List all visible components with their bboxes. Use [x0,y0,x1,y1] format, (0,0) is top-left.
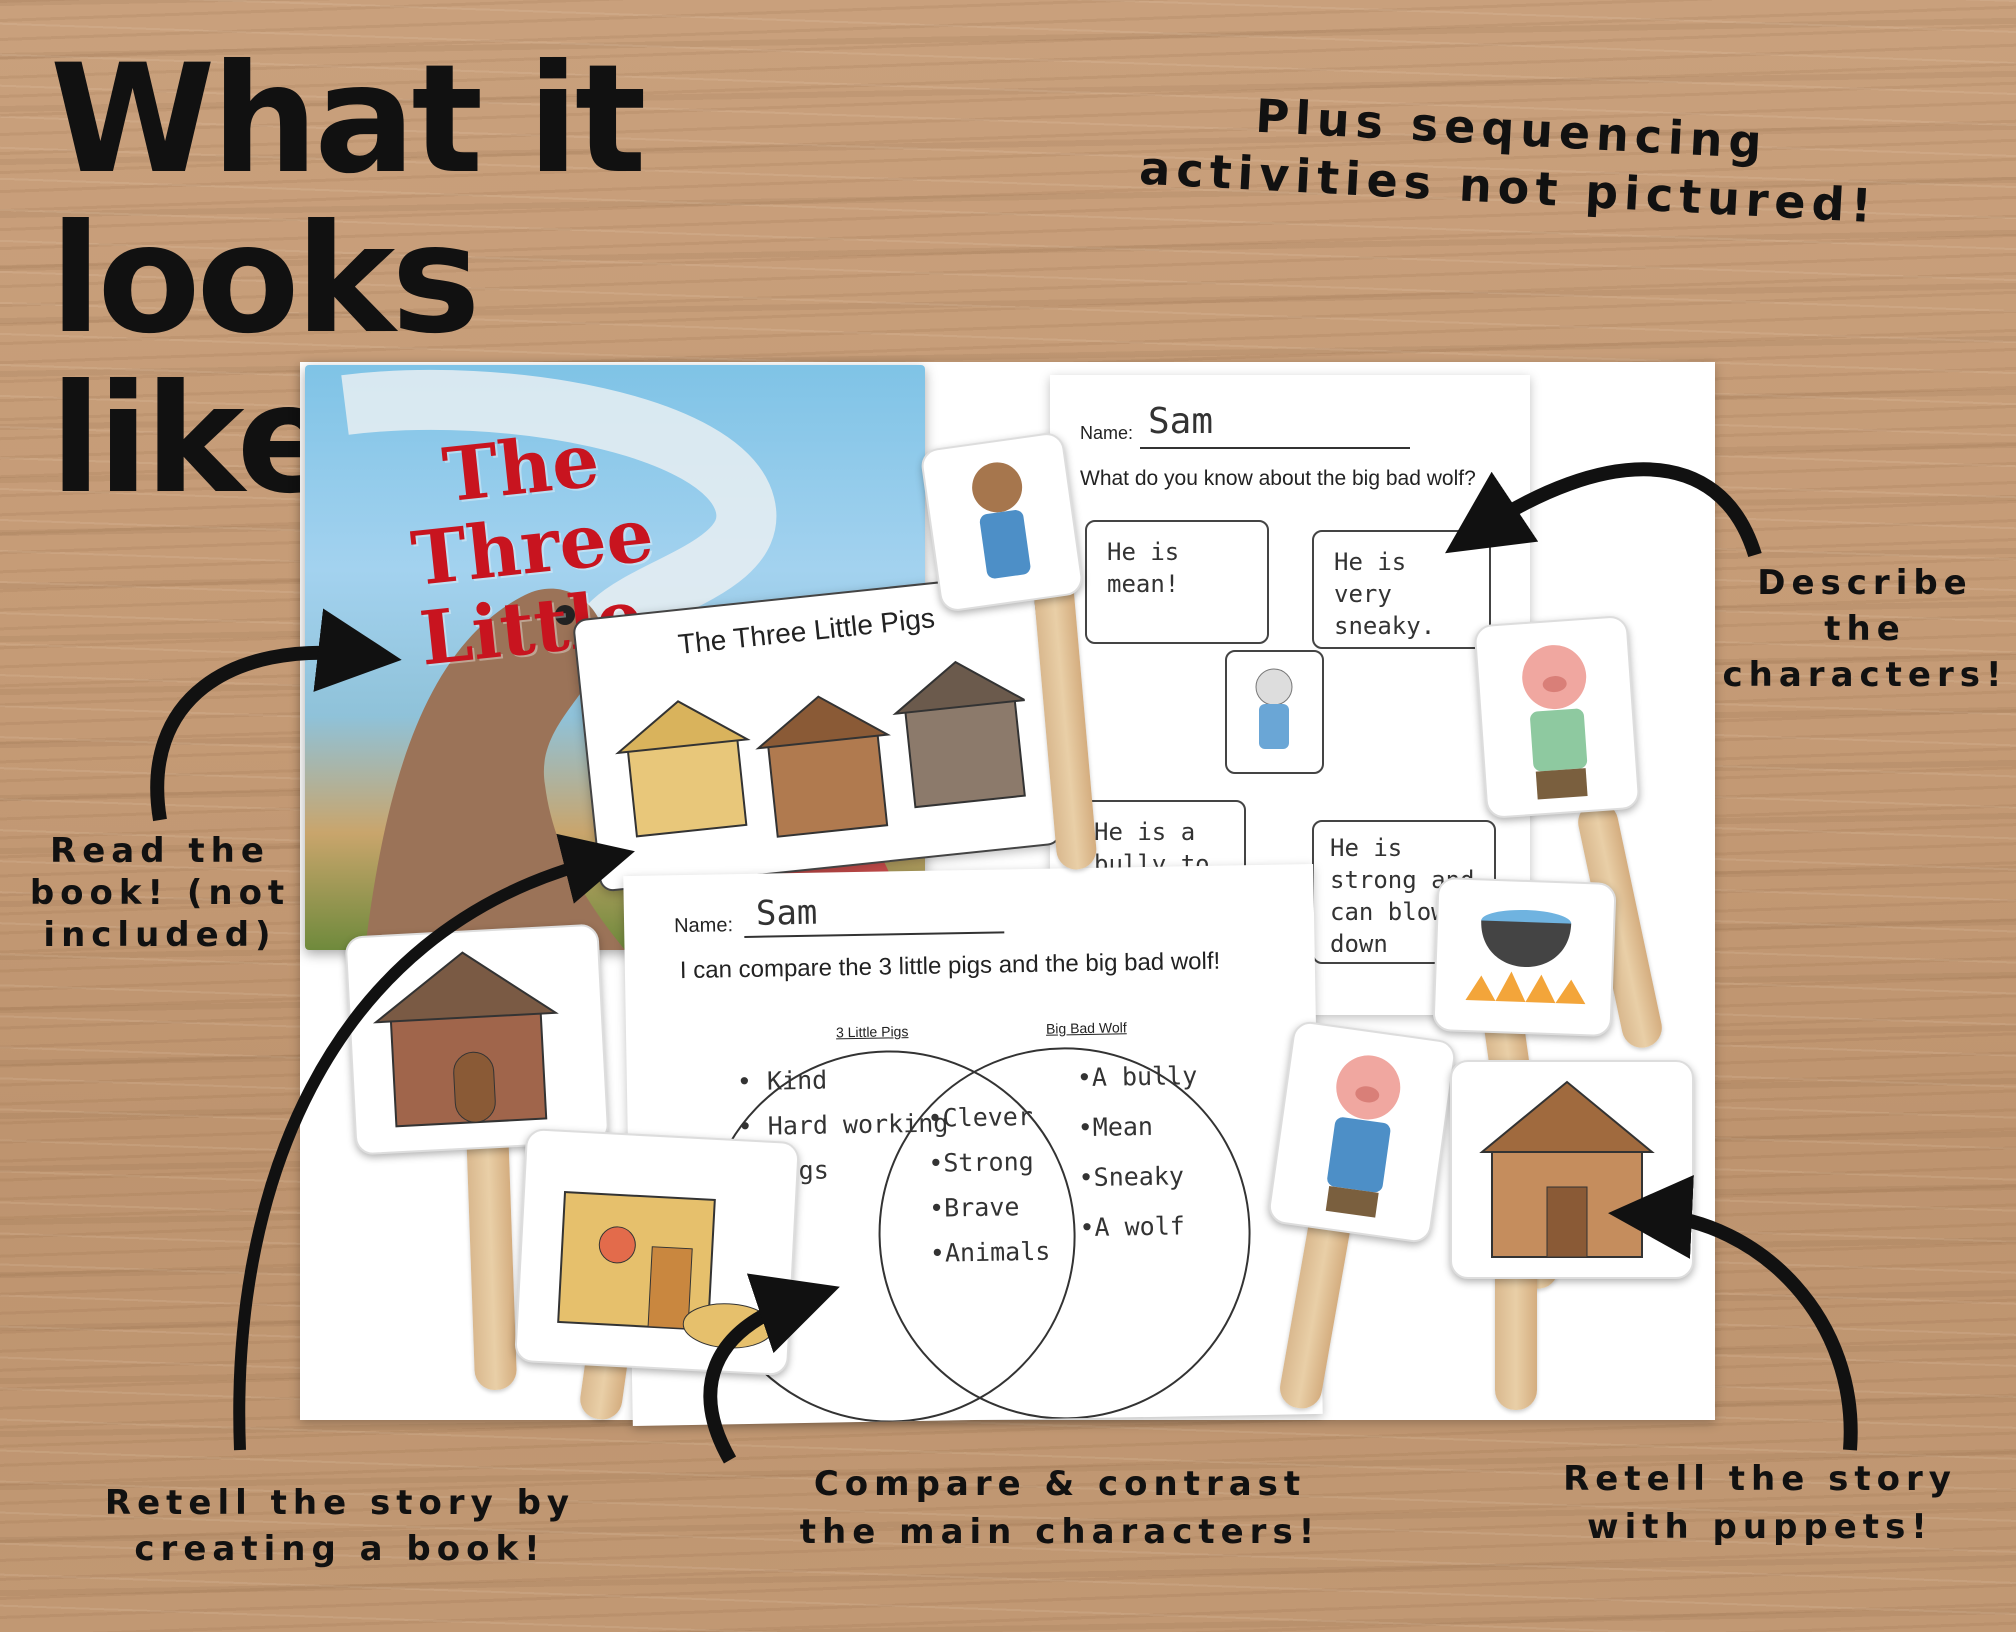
brick-house-icon [372,951,559,1128]
brick-house-puppet [344,923,610,1156]
describe-name-value: Sam [1148,401,1214,442]
arrow-retell-book-icon [233,833,635,1451]
caption-line: included) [43,915,277,955]
caption-line: with puppets! [1587,1507,1933,1547]
caption-retell-book: Retell the story by creating a book! [80,1480,600,1572]
arrow-compare-icon [703,1273,840,1464]
describe-wolf-card [1225,650,1324,774]
caption-describe: Describe the characters! [1715,560,2015,698]
pig-icon [1522,645,1588,800]
pig-icon [1325,1055,1401,1218]
caption-line: Retell the story [1563,1459,1957,1499]
mini-book: The Three Little Pigs [571,571,1063,893]
arrow-describe-icon [1445,462,1762,558]
wolf-icon [1255,668,1293,749]
describe-prompt: What do you know about the big bad wolf? [1080,467,1476,490]
straw-house-puppet [514,1127,800,1377]
caption-line: Compare & contrast [813,1464,1307,1504]
arrow-puppets-icon [1608,1174,1858,1451]
caption-line: creating a book! [134,1529,546,1569]
caption-line: Retell the story by [104,1483,576,1523]
caption-puppets: Retell the story with puppets! [1540,1455,1980,1551]
wolf-puppet [919,430,1085,614]
describe-box-2-text: He is very sneaky. [1334,548,1436,640]
describe-box-1: He is mean! [1085,520,1269,644]
caption-line: book! (not [29,873,291,913]
straw-house-icon [557,1191,774,1349]
three-houses-icon [615,660,1029,838]
pot-puppet [1432,876,1617,1038]
caption-line: the [1824,609,1906,649]
caption-line: the main characters! [799,1512,1321,1552]
describe-name-label: Name: [1080,423,1134,443]
pig-puppet [1266,1019,1458,1245]
arrow-read-book-icon [150,608,402,822]
wolf-icon [972,462,1031,579]
caption-read-book: Read the book! (not included) [20,830,300,956]
caption-compare: Compare & contrast the main characters! [780,1460,1340,1556]
caption-line: Describe [1757,563,1973,603]
cauldron-fire-icon [1465,909,1586,1005]
describe-name-line [1140,447,1410,449]
caption-line: Read the [50,831,270,871]
describe-box-1-text: He is mean! [1107,538,1180,598]
caption-line: characters! [1722,655,2008,695]
headline-line-1: What it [50,33,647,207]
pig-puppet [1473,614,1641,820]
